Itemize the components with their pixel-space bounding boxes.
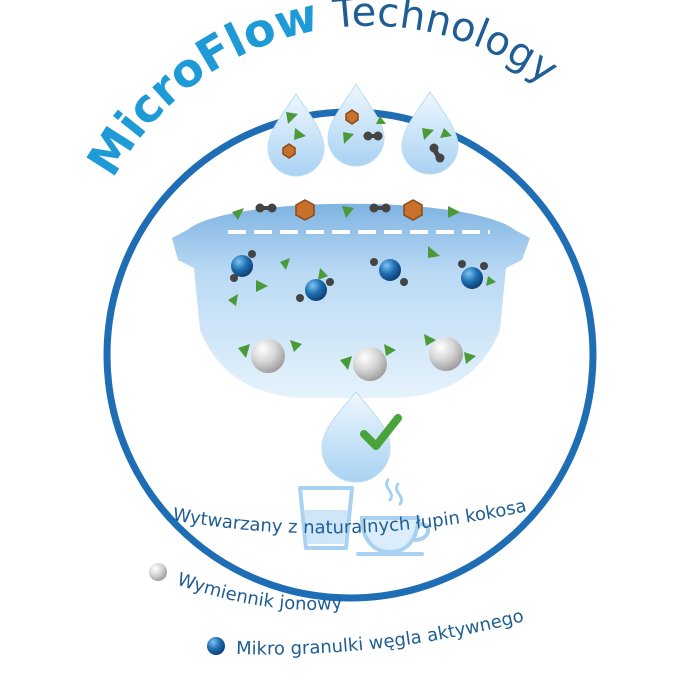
droplet-icon	[327, 83, 386, 167]
droplet-icon	[267, 93, 325, 177]
droplet-icon	[401, 91, 459, 175]
legend: Wytwarzany z naturalnych łupin kokosa Wy…	[149, 495, 528, 660]
activated-carbon-granule	[458, 260, 488, 289]
filter-cartridge-icon	[172, 199, 530, 398]
contaminant-hex	[282, 143, 296, 159]
activated-carbon-granule	[296, 278, 334, 302]
clean-droplet-icon	[321, 391, 402, 483]
contaminant-hex	[345, 109, 359, 125]
activated-carbon-granule	[230, 250, 256, 282]
ion-exchanger-bead	[424, 334, 476, 371]
activated-carbon-granule	[370, 258, 408, 286]
steam-icon	[385, 478, 403, 506]
legend-marker-grey-sphere	[149, 563, 167, 581]
contaminant-hex	[295, 199, 315, 221]
checkmark-icon	[360, 414, 402, 450]
title-light: Technology	[330, 0, 566, 93]
ion-exchanger-bead	[340, 344, 396, 381]
glass-icon	[298, 486, 354, 550]
legend-item-ion-exchanger: Wymiennik jonowy	[175, 569, 344, 615]
legend-marker-blue-sphere	[207, 637, 225, 655]
cup-icon	[356, 516, 430, 556]
ion-exchanger-bead	[238, 339, 302, 373]
contaminant-hex	[403, 199, 423, 221]
legend-item-activated-carbon: Mikro granulki węgla aktywnego	[236, 605, 526, 659]
